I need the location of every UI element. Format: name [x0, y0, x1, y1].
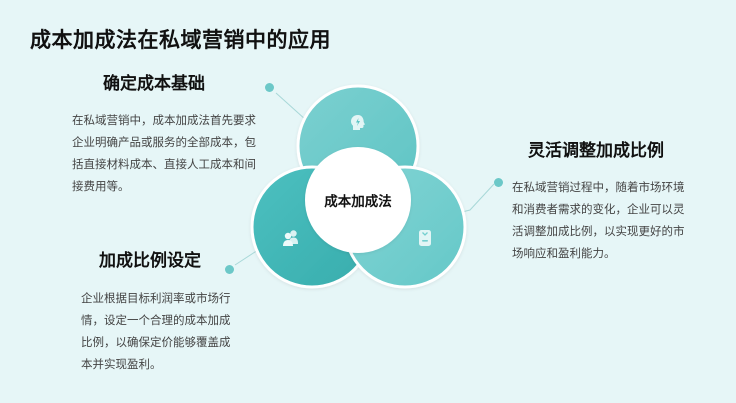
section-text-cost-basis: 在私域营销中，成本加成法首先要求企业明确产品或服务的全部成本，包括直接材料成本、… [72, 113, 256, 193]
connector-line-top [275, 92, 307, 121]
lightbulb-head-icon [351, 115, 365, 130]
section-text-markup-setting: 企业根据目标利润率或市场行情，设定一个合理的成本加成比例，以确保定价能够覆盖成本… [81, 291, 231, 371]
users-icon [283, 230, 298, 246]
page-title: 成本加成法在私域营销中的应用 [30, 28, 331, 52]
section-heading-flexible-markup: 灵活调整加成比例 [528, 141, 664, 161]
section-text-flexible-markup: 在私域营销过程中，随着市场环境和消费者需求的变化，企业可以灵活调整加成比例，以实… [512, 180, 685, 260]
connector-line-right [461, 183, 495, 213]
section-heading-cost-basis: 确定成本基础 [103, 74, 205, 94]
connector-dot-left [225, 265, 234, 274]
connector-dot-right [494, 178, 503, 187]
clipboard-icon [419, 230, 431, 246]
circle-center [305, 147, 411, 253]
connector-dot-top [265, 83, 274, 92]
section-heading-markup-setting: 加成比例设定 [99, 251, 201, 271]
center-label: 成本加成法 [324, 194, 392, 210]
connector-line-left [234, 249, 259, 266]
